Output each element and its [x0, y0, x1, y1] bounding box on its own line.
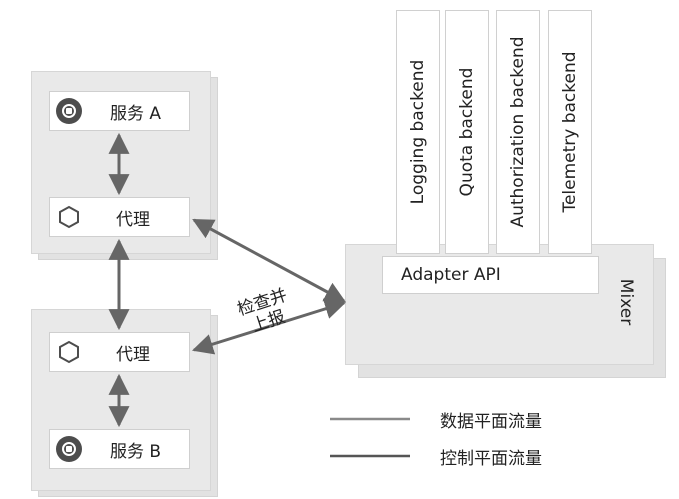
- control-arrow-proxy-bottom-mixer: [191, 298, 347, 355]
- service-chip-icon: [56, 436, 82, 462]
- service-a-box: 服务 A: [49, 91, 190, 131]
- proxy-top-label: 代理: [116, 209, 150, 230]
- service-b-label: 服务 B: [110, 441, 162, 462]
- control-arrow-proxy-top-mixer: [192, 218, 346, 303]
- proxy-bottom-box: 代理: [49, 332, 190, 372]
- telemetry-backend: Telemetry backend: [548, 10, 592, 254]
- hexagon-icon: [59, 205, 79, 229]
- quota-backend: Quota backend: [445, 10, 489, 254]
- proxy-bottom-label: 代理: [116, 344, 150, 365]
- adapter-api-label: Adapter API: [401, 265, 501, 285]
- logging-backend: Logging backend: [396, 10, 440, 254]
- adapter-api-box: Adapter API: [382, 256, 599, 294]
- service-b-box: 服务 B: [49, 429, 190, 469]
- authorization-backend: Authorization backend: [496, 10, 540, 254]
- service-chip-icon: [56, 98, 82, 124]
- legend-control-plane-label: 控制平面流量: [440, 449, 542, 469]
- service-a-label: 服务 A: [110, 103, 162, 124]
- hexagon-icon: [59, 340, 79, 364]
- proxy-top-box: 代理: [49, 197, 190, 237]
- legend-data-plane-label: 数据平面流量: [440, 412, 542, 432]
